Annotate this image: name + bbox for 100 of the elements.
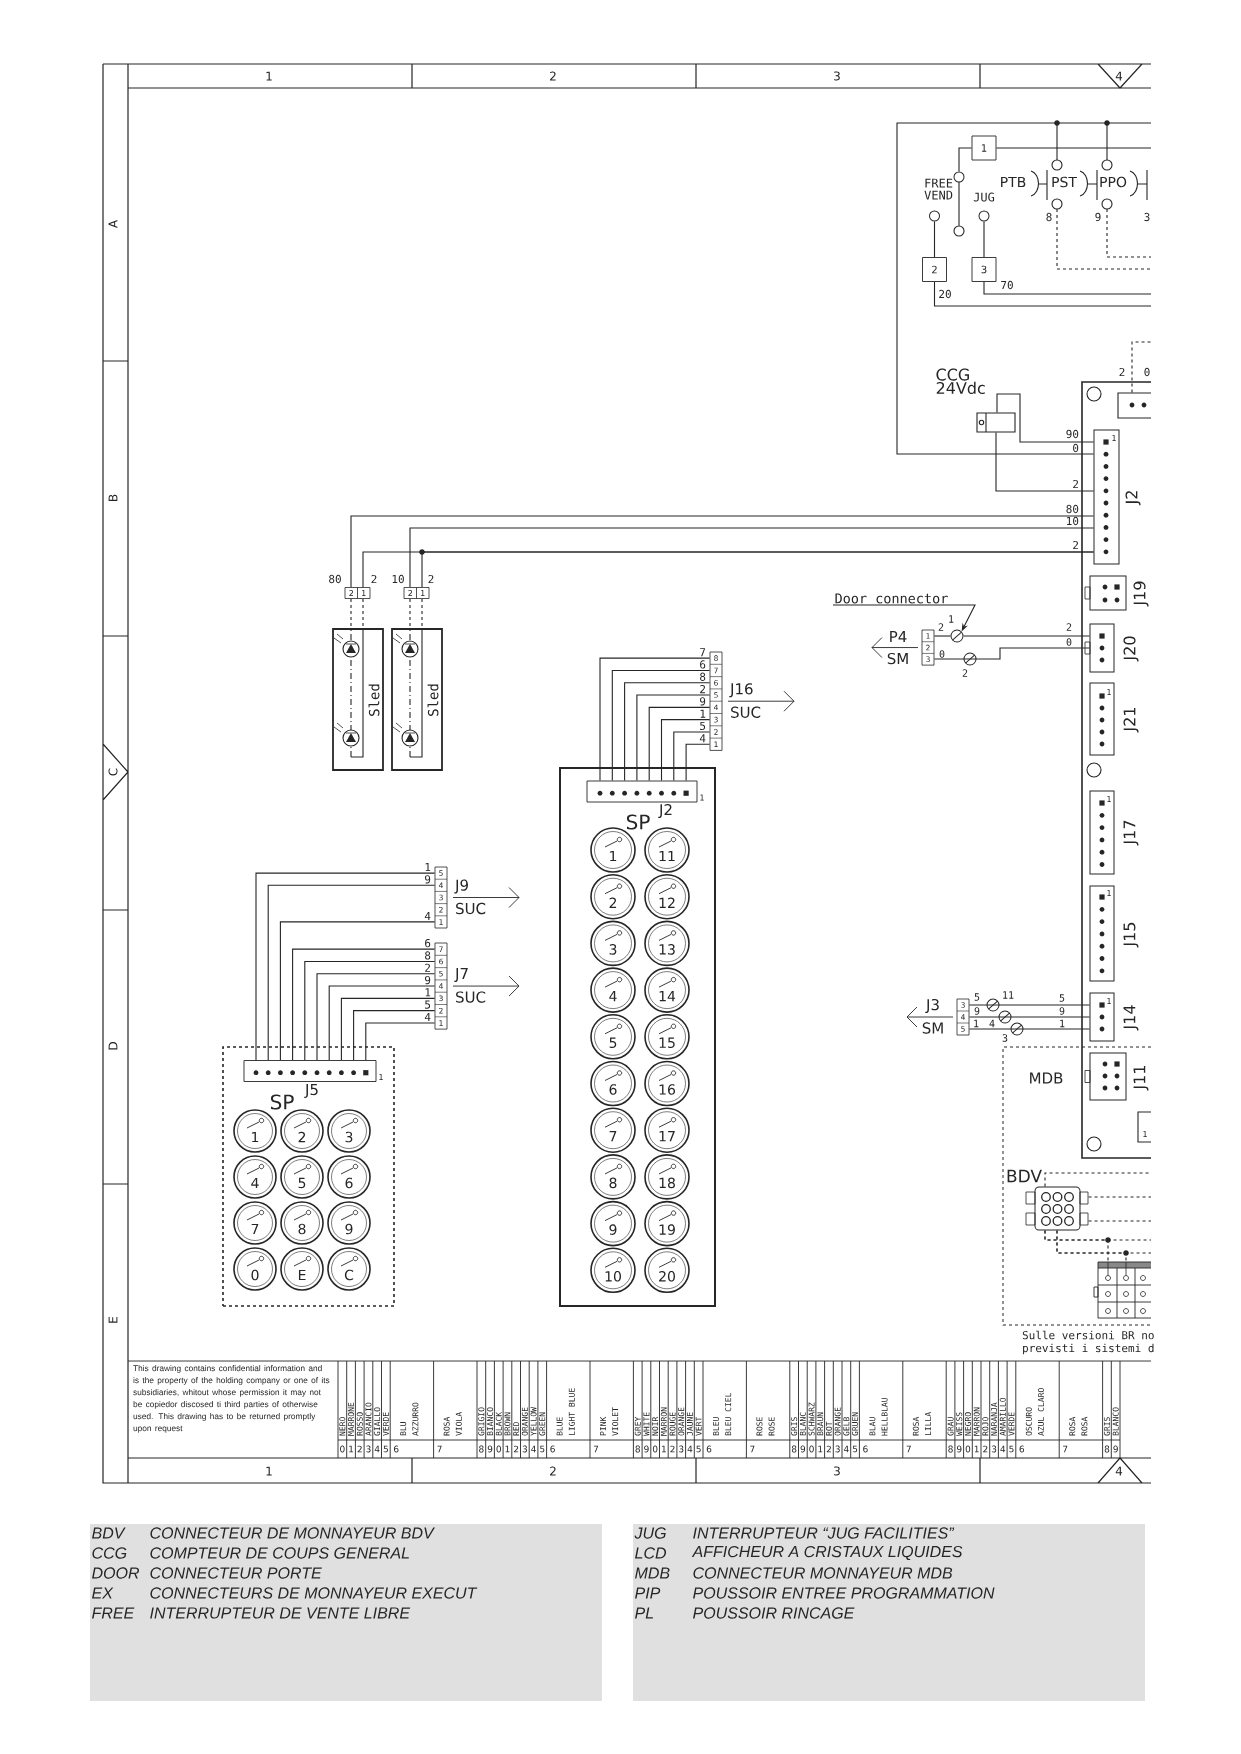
wire-number: 2 bbox=[1119, 367, 1125, 377]
wire bbox=[624, 682, 711, 782]
wire-code-number: 2 bbox=[983, 1445, 988, 1453]
wire-number: 1 bbox=[949, 615, 954, 623]
connector: 1 bbox=[1093, 429, 1120, 565]
wire-number: 9 bbox=[1059, 1007, 1065, 1015]
button-label: PTB bbox=[1001, 176, 1026, 188]
wire bbox=[958, 147, 973, 173]
wire-code-name: JAUNE bbox=[687, 1412, 693, 1436]
connector-label: J7 bbox=[454, 968, 468, 982]
circuit-board bbox=[1081, 381, 1152, 1159]
wire-code-name: AMARILLO bbox=[999, 1397, 1006, 1436]
grid-reference: B bbox=[108, 494, 118, 501]
connector-label: J21 bbox=[1123, 707, 1139, 733]
wire-code-number: 2 bbox=[357, 1445, 362, 1453]
keypad-button: C bbox=[327, 1247, 371, 1291]
keypad-button: 10 bbox=[590, 1247, 636, 1294]
node-label: J2 bbox=[658, 803, 672, 819]
keypad-button: 9 bbox=[327, 1201, 371, 1245]
wire-number: 2 bbox=[371, 574, 377, 584]
sled-box: Sled bbox=[391, 628, 443, 771]
dashed-wire bbox=[1131, 341, 1152, 393]
wire-code-name: GRUEN bbox=[852, 1412, 859, 1436]
connector-label: J9 bbox=[454, 879, 468, 894]
wire-code-number: 1 bbox=[349, 1445, 354, 1453]
wire-code-number: 6 bbox=[706, 1445, 712, 1453]
dashed-wire bbox=[421, 598, 423, 629]
wire-code-name: AZZURRO bbox=[412, 1402, 419, 1436]
wire-code-name: NOIR bbox=[652, 1416, 659, 1436]
keypad-button: 18 bbox=[644, 1154, 690, 1200]
connector bbox=[1084, 1052, 1127, 1101]
wire-number: 9 bbox=[1095, 212, 1101, 222]
wire-code-number: 9 bbox=[956, 1445, 962, 1453]
connector-label: SM bbox=[922, 1022, 943, 1034]
wire bbox=[962, 635, 1091, 637]
wire-code-name: WEISS bbox=[956, 1412, 963, 1436]
wire-number: 90 bbox=[1066, 429, 1079, 439]
note-text: previsti i sistemi d bbox=[1023, 1343, 1154, 1355]
wire-code-name: GIALLO bbox=[374, 1407, 381, 1436]
wire-code-name: ROSA bbox=[443, 1416, 450, 1436]
keypad-button: 7 bbox=[233, 1201, 277, 1245]
wire-number: 9 bbox=[425, 875, 431, 884]
grid-reference: 3 bbox=[834, 71, 840, 81]
connector: 2 1 bbox=[403, 587, 430, 599]
node-label: 1 bbox=[700, 794, 704, 801]
wire bbox=[933, 647, 1091, 660]
wire-code-number: 7 bbox=[750, 1445, 755, 1453]
wire bbox=[968, 1016, 1091, 1018]
wire-number: 80 bbox=[1066, 504, 1079, 514]
wire-number: 2 bbox=[428, 574, 434, 584]
keypad-button: 17 bbox=[644, 1107, 690, 1153]
connector-label: J14 bbox=[1123, 1005, 1139, 1031]
wire bbox=[292, 948, 436, 1061]
wire-number: 0 bbox=[939, 650, 945, 658]
wire-code-number: 0 bbox=[496, 1445, 501, 1453]
connector bbox=[1117, 392, 1152, 419]
connector-label: SUC bbox=[456, 991, 486, 1003]
wire-code-name: LIGHT BLUE bbox=[568, 1388, 575, 1436]
wire-code-number: 1 bbox=[818, 1445, 823, 1453]
wire-code-number: 3 bbox=[835, 1445, 840, 1453]
wire-code-name: BLANCO bbox=[1112, 1407, 1119, 1436]
wire bbox=[933, 635, 952, 637]
wire-code-name: BLEU bbox=[713, 1417, 719, 1436]
connector-label: J3 bbox=[925, 998, 939, 1014]
wire-number: 8 bbox=[1046, 212, 1052, 222]
wire bbox=[968, 1028, 1091, 1030]
wire-code-name: VIOLET bbox=[612, 1407, 619, 1436]
wire-code-name: BLAU bbox=[869, 1417, 876, 1436]
wire-code-number: 9 bbox=[487, 1445, 493, 1453]
wire-code-number: 1 bbox=[662, 1445, 666, 1453]
wire-code-name: ROUGE bbox=[669, 1412, 676, 1436]
wire-code-number: 6 bbox=[1019, 1445, 1025, 1453]
callout-text: Door connector bbox=[835, 593, 948, 604]
wire-code-name: MARRON bbox=[660, 1407, 667, 1436]
wire bbox=[896, 122, 1152, 455]
keypad-button: E bbox=[280, 1247, 324, 1291]
wire-code-name: GREEN bbox=[539, 1412, 546, 1436]
wire bbox=[365, 1022, 436, 1061]
wire-code-number: 4 bbox=[374, 1445, 380, 1453]
wire-code-number: 5 bbox=[540, 1445, 545, 1453]
wire-code-name: BLEU CIEL bbox=[725, 1393, 732, 1436]
wire-code-number: 9 bbox=[1113, 1445, 1118, 1453]
wire-number: 5 bbox=[425, 1000, 431, 1009]
wire-number: 4 bbox=[424, 911, 431, 920]
wire-code-name: BLACK bbox=[495, 1411, 502, 1436]
wire-code-name: NERO bbox=[339, 1417, 346, 1436]
dashed-wire bbox=[1088, 1196, 1152, 1198]
grid-reference: 1 bbox=[266, 71, 272, 81]
wire-number: 5 bbox=[974, 993, 980, 1001]
wire bbox=[933, 281, 1152, 307]
wire bbox=[409, 527, 1095, 588]
wire-code-number: 8 bbox=[791, 1445, 797, 1453]
dashed-wire bbox=[409, 598, 411, 629]
wire-number: 11 bbox=[1003, 991, 1014, 999]
connector bbox=[1093, 1261, 1152, 1319]
wire-number: 3 bbox=[1002, 1034, 1008, 1042]
grid-reference: E bbox=[108, 1317, 118, 1323]
wire-code-name: VIOLA bbox=[455, 1412, 462, 1436]
wire bbox=[983, 281, 1152, 295]
wire-code-number: 0 bbox=[809, 1445, 814, 1453]
